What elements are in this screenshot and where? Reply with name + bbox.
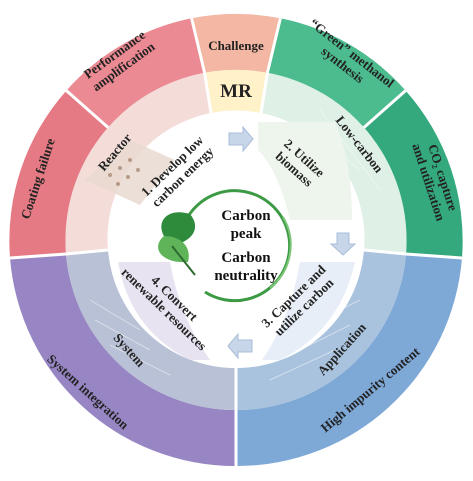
- middle-separators: [65, 72, 407, 410]
- outer-separators: [9, 17, 463, 466]
- center-emblem: [158, 189, 292, 303]
- reactor-illustration: [85, 140, 175, 205]
- middle-segment-application: [236, 250, 406, 411]
- leaf-icon: [158, 212, 196, 276]
- panel-step3-bg: [262, 262, 355, 360]
- center-line1: Carbon: [221, 208, 271, 224]
- outer-segment-co2: [362, 90, 463, 258]
- outer-segment-high-impurity: [236, 254, 462, 467]
- middle-segment-mr: [204, 69, 268, 113]
- quadrant-panels: [118, 122, 355, 360]
- outer-ring: [9, 13, 463, 467]
- center-line3: Carbon: [221, 250, 271, 266]
- center-circle-swoosh-2: [269, 216, 292, 289]
- label-mr: MR: [220, 81, 252, 102]
- center-line4: neutrality: [214, 268, 278, 284]
- center-circle-swoosh: [183, 189, 292, 303]
- middle-ring: [65, 69, 407, 411]
- outer-segment-performance: [66, 18, 205, 130]
- arrow-right-icon: [228, 125, 254, 153]
- middle-segment-reactor: [65, 72, 212, 254]
- outer-segment-green-methanol: [267, 18, 406, 130]
- middle-segment-low-carbon: [261, 72, 407, 254]
- middle-segment-system: [66, 250, 236, 411]
- panel-step4-bg: [118, 262, 210, 360]
- center-labels: Carbon peak Carbon neutrality: [214, 208, 278, 284]
- outer-segment-coating: [9, 90, 110, 258]
- outer-segment-challenge: [191, 13, 281, 73]
- label-challenge: Challenge: [208, 38, 264, 53]
- center-line2: peak: [231, 226, 263, 242]
- step-arrows: [227, 125, 357, 360]
- panel-step2-bg: [258, 122, 352, 220]
- outer-segment-system-integration: [10, 254, 236, 467]
- arrow-left-icon: [227, 332, 253, 360]
- arrow-down-icon: [329, 232, 357, 256]
